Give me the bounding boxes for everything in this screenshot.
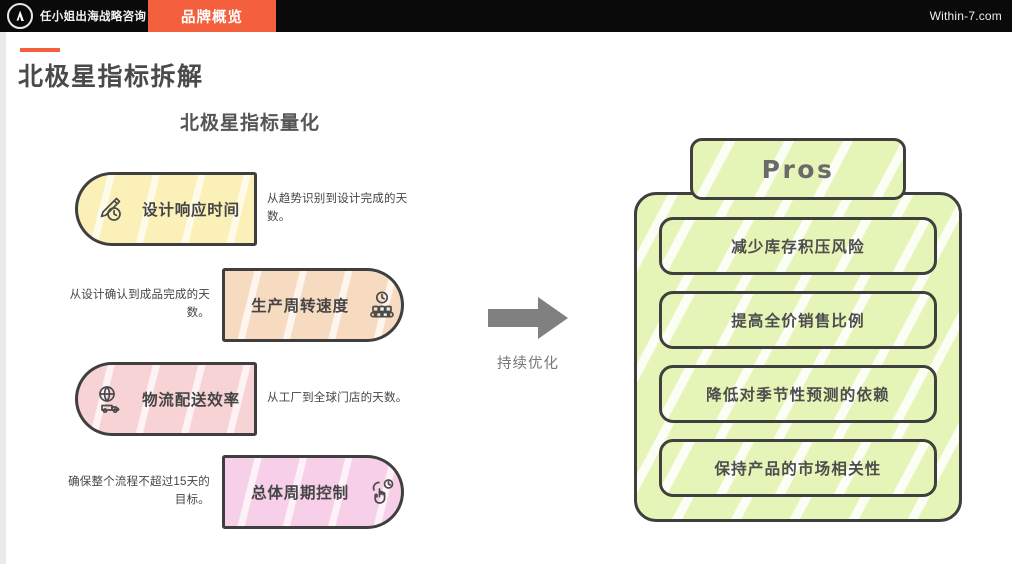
metric-description: 从设计确认到成品完成的天数。 (69, 289, 210, 319)
metric-description: 从工厂到全球门店的天数。 (267, 392, 408, 405)
connector-label: 持续优化 (497, 356, 559, 372)
list-item[interactable]: 减少库存积压风险 (659, 217, 937, 275)
metric-description: 从趋势识别到设计完成的天数。 (267, 193, 408, 223)
page-title: 北极星指标拆解 (18, 63, 204, 91)
pros-item-label: 减少库存积压风险 (731, 239, 865, 256)
site-url-label: Within-7.com (929, 9, 1002, 23)
left-edge-strip (0, 32, 6, 564)
metric-card-logistics-efficiency[interactable]: 物流配送效率 (75, 362, 257, 436)
pencil-clock-icon (90, 190, 128, 228)
metric-description: 确保整个流程不超过15天的目标。 (68, 476, 210, 506)
metric-label: 总体周期控制 (251, 485, 349, 502)
metric-card-production-turnaround[interactable]: 生产周转速度 (222, 268, 404, 342)
circular-arrow-logo-icon (7, 3, 33, 29)
tab-brand-overview[interactable]: 品牌概览 (148, 0, 276, 32)
pros-item-label: 提高全价销售比例 (731, 313, 865, 330)
pros-item-label: 降低对季节性预测的依赖 (706, 387, 890, 404)
metric-card-total-cycle-control[interactable]: 总体周期控制 (222, 455, 404, 529)
globe-truck-icon (90, 380, 128, 418)
metric-row: 从设计确认到成品完成的天数。 生产周转速度 (60, 268, 404, 342)
right-arrow-icon (486, 297, 570, 345)
top-header-bar: 任小姐出海战略咨询 品牌概览 Within-7.com (0, 0, 1012, 32)
section-title: 北极星指标量化 (180, 113, 321, 134)
list-item[interactable]: 降低对季节性预测的依赖 (659, 365, 937, 423)
pros-panel: 减少库存积压风险 提高全价销售比例 降低对季节性预测的依赖 保持产品的市场相关性 (634, 192, 962, 522)
conveyor-clock-icon (363, 286, 401, 324)
connector-block: 持续优化 (482, 295, 574, 373)
metric-row: 设计响应时间 从趋势识别到设计完成的天数。 (75, 172, 417, 246)
metric-label: 设计响应时间 (142, 202, 240, 219)
metric-card-design-response[interactable]: 设计响应时间 (75, 172, 257, 246)
list-item[interactable]: 提高全价销售比例 (659, 291, 937, 349)
metric-label: 物流配送效率 (142, 392, 240, 409)
title-accent-rule (20, 48, 60, 52)
list-item[interactable]: 保持产品的市场相关性 (659, 439, 937, 497)
metric-row: 确保整个流程不超过15天的目标。 总体周期控制 (60, 455, 404, 529)
pros-tab-header: Pros (690, 138, 906, 200)
metric-row: 物流配送效率 从工厂到全球门店的天数。 (75, 362, 417, 436)
hand-tap-clock-icon (363, 473, 401, 511)
pros-tab-label: Pros (761, 154, 835, 184)
metric-label: 生产周转速度 (251, 298, 349, 315)
brand-name-label: 任小姐出海战略咨询 (40, 11, 147, 23)
pros-list: 减少库存积压风险 提高全价销售比例 降低对季节性预测的依赖 保持产品的市场相关性 (659, 217, 937, 497)
pros-item-label: 保持产品的市场相关性 (714, 461, 882, 478)
brand-block: 任小姐出海战略咨询 (0, 0, 148, 32)
